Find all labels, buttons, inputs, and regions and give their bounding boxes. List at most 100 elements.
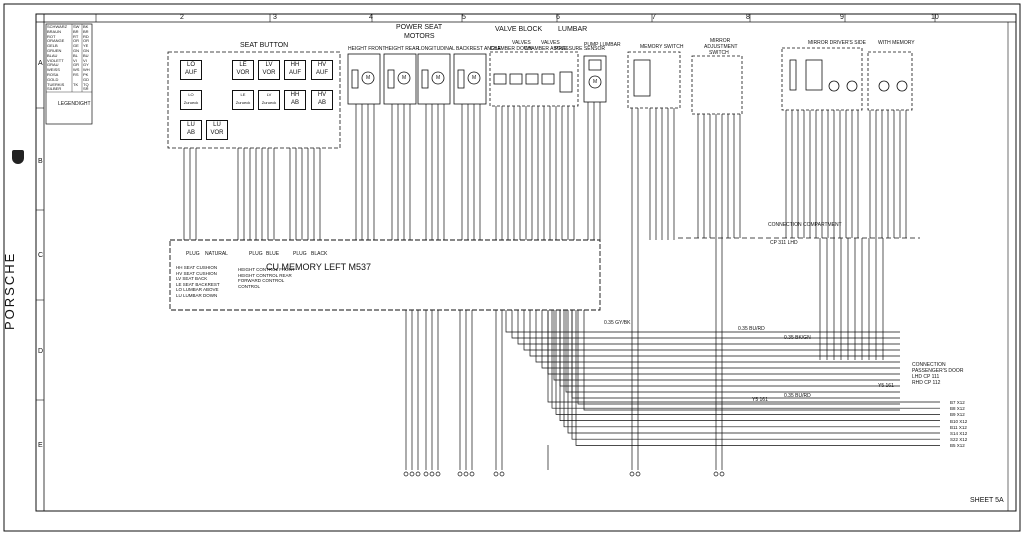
color-legend-cell: TQ — [83, 81, 89, 87]
terminal — [463, 471, 469, 477]
color-legend-row: VIOLETT VI VI — [47, 57, 91, 64]
connection-door-label: RHD CP 112 — [912, 380, 941, 386]
lumbar-title: LUMBAR — [558, 26, 588, 33]
column-number: 10 — [931, 14, 939, 21]
wire — [563, 310, 940, 428]
color-legend-cell: VI — [73, 57, 77, 63]
color-legend-cell: BLAU — [47, 52, 58, 58]
color-legend-cell: GD — [83, 76, 89, 82]
color-legend-cell: BU — [83, 52, 89, 58]
wire-bundle — [183, 102, 940, 477]
cu-memory-left-box — [169, 239, 601, 311]
inner-frame — [35, 13, 1017, 512]
wire — [535, 310, 900, 363]
color-legend-cell: WS — [73, 67, 80, 73]
motors-title: MOTORS — [404, 33, 435, 40]
color-legend-cell: GRUEN — [47, 47, 62, 53]
wire — [555, 310, 940, 415]
color-legend-cell: OR — [73, 38, 79, 44]
height-rear-label: HEIGHT REAR — [385, 46, 420, 52]
terminal — [635, 471, 641, 477]
mirror-adjustment-title: MIRROR — [710, 38, 731, 44]
color-legend-cell: ROT — [47, 33, 56, 39]
wire-label: 0.35 GY/BK — [604, 320, 631, 326]
door-pin: B9 X12 — [950, 412, 965, 418]
color-legend-cell: RS — [73, 71, 79, 77]
terminal — [429, 471, 435, 477]
door-pin: S14 X12 — [950, 431, 968, 437]
color-legend-cell: ORANGE — [47, 38, 65, 44]
color-legend-cell: GR — [73, 62, 79, 68]
memory-switch-title: MEMORY SWITCH — [640, 44, 684, 50]
lumbar-pump — [583, 55, 607, 103]
motor-symbol: M — [436, 75, 441, 81]
cu-legend-line: LO LUMBAR ABOVE — [176, 287, 219, 292]
row-letter: B — [38, 158, 43, 165]
color-legend-cell: VI — [83, 57, 87, 63]
column-number: 9 — [840, 14, 844, 21]
row-letter: D — [38, 348, 44, 355]
door-pin: B10 X12 — [950, 418, 968, 424]
wire-label: Y5 161 — [752, 397, 768, 403]
cu-legend-controls: HEIGHT CONTROL FRONT -HEIGHT CONTROL REA… — [238, 267, 297, 289]
color-legend-cell: VIOLETT — [47, 57, 64, 63]
color-legend-cell: WH — [83, 67, 90, 73]
wire-label: 0.35 BK/GN — [784, 335, 811, 341]
terminal — [469, 471, 475, 477]
cu-memory-title: CU MEMORY LEFT M537 — [266, 262, 372, 272]
plug-label: NATURAL — [205, 251, 228, 257]
valve-block — [489, 51, 579, 107]
terminal — [493, 471, 499, 477]
terminal — [719, 471, 725, 477]
color-legend-cell: GRAU — [47, 62, 59, 68]
color-legend-cell: GE — [73, 43, 79, 49]
color-legend-box — [45, 23, 93, 125]
height-front-label: HEIGHT FRONT — [348, 46, 386, 52]
color-legend-cell: GN — [73, 47, 79, 53]
cu-legend-line: HH SEAT CUSHION — [176, 265, 218, 270]
wire — [577, 310, 900, 405]
color-legend-cell: TK — [73, 81, 79, 87]
wire — [547, 310, 940, 403]
color-legend-cell: SW — [73, 24, 80, 29]
column-number: 2 — [180, 14, 184, 21]
wire — [547, 310, 900, 375]
connection-door-label: LHD CP 111 — [912, 374, 940, 380]
with-memory-title: WITH MEMORY — [878, 40, 915, 46]
outer-frame — [3, 3, 1021, 532]
with-memory-box — [867, 51, 913, 111]
color-legend-cell: BK — [83, 24, 89, 29]
wire-label: Y5 161 — [878, 383, 894, 389]
row-letter: A — [38, 60, 43, 67]
wire — [551, 310, 940, 409]
chamber-down-label: CHAMBER DOWN — [490, 46, 533, 52]
wire-label: 0.35 BU/RD — [738, 326, 765, 332]
door-pin: B11 X12 — [950, 424, 967, 430]
terminal — [499, 471, 505, 477]
color-legend-cell: GELB — [47, 43, 58, 49]
plug-label: PLUG — [186, 251, 200, 257]
wire — [571, 310, 940, 440]
door-pin: S22 X12 — [950, 437, 968, 443]
column-number: 5 — [462, 14, 466, 21]
brand-wordmark: PORSCHE — [2, 251, 17, 330]
color-legend-cell: OR — [83, 38, 89, 44]
cu-legend-line: LE SEAT BACKREST — [176, 281, 220, 287]
motor-symbol: M — [593, 79, 598, 85]
terminal — [415, 471, 421, 477]
cu-legend-line: HEIGHT CONTROL REAR — [238, 272, 292, 278]
color-legend-cell: GY — [83, 62, 89, 68]
motor-symbol: M — [366, 75, 371, 81]
motor-height-front — [347, 53, 381, 105]
